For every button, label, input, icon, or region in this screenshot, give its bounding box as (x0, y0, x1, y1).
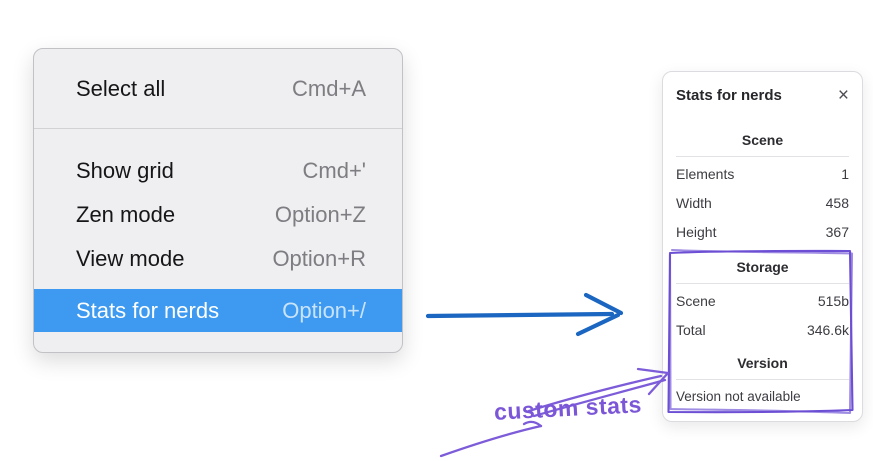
stats-panel: Stats for nerds × Scene Elements 1 Width… (662, 71, 863, 422)
menu-item-view-mode[interactable]: View mode Option+R (34, 237, 402, 281)
menu-item-show-grid[interactable]: Show grid Cmd+' (34, 149, 402, 193)
menu-item-label: Select all (76, 75, 166, 101)
version-note: Version not available (676, 389, 801, 404)
stat-label: Width (676, 194, 712, 211)
stats-panel-header: Stats for nerds × (676, 84, 849, 106)
stat-row-scene-storage: Scene 515b (676, 286, 849, 315)
stat-label: Elements (676, 165, 735, 182)
menu-item-select-all[interactable]: Select all Cmd+A (34, 49, 402, 128)
stat-label: Scene (676, 292, 716, 309)
context-menu: Select all Cmd+A Show grid Cmd+' Zen mod… (33, 48, 403, 353)
menu-item-shortcut: Option+Z (274, 202, 366, 227)
menu-item-shortcut: Cmd+' (302, 158, 367, 183)
stat-value: 458 (825, 194, 849, 211)
menu-group: Show grid Cmd+' Zen mode Option+Z View m… (34, 129, 402, 332)
section-divider (676, 156, 849, 157)
stat-value: 346.6k (806, 321, 849, 338)
menu-item-stats-for-nerds[interactable]: Stats for nerds Option+/ (34, 289, 402, 332)
section-heading-storage: Storage (736, 259, 789, 275)
menu-item-shortcut: Cmd+A (292, 75, 366, 101)
blue-arrow[interactable] (425, 292, 624, 337)
menu-item-label: Zen mode (76, 202, 176, 227)
highlight-box[interactable] (667, 248, 854, 415)
scene-rows: Elements 1 Width 458 Height 367 (676, 159, 849, 246)
stat-row-total-storage: Total 346.6k (676, 315, 849, 344)
annotation-stroke[interactable] (439, 420, 543, 458)
section-divider (676, 379, 849, 380)
menu-item-zen-mode[interactable]: Zen mode Option+Z (34, 193, 402, 237)
menu-separator (34, 128, 402, 129)
stat-label: Total (676, 321, 706, 338)
stat-value: 367 (825, 223, 849, 240)
stat-value: 1 (841, 165, 849, 182)
section-heading-scene: Scene (741, 132, 784, 148)
stat-row-height: Height 367 (676, 217, 849, 246)
menu-item-label: Show grid (76, 158, 174, 183)
stats-panel-title: Stats for nerds (676, 86, 782, 104)
storage-rows: Scene 515b Total 346.6k (676, 286, 849, 344)
stat-row-elements: Elements 1 (676, 159, 849, 188)
stat-value: 515b (817, 292, 849, 309)
stat-row-width: Width 458 (676, 188, 849, 217)
section-divider (676, 283, 849, 284)
menu-item-label: View mode (76, 246, 185, 271)
menu-item-label: Stats for nerds (76, 297, 220, 323)
stat-label: Height (676, 223, 717, 240)
menu-item-shortcut: Option+R (272, 246, 366, 271)
section-heading-version: Version (737, 355, 788, 371)
close-icon[interactable]: × (837, 84, 849, 106)
annotation-arrow[interactable] (527, 367, 670, 418)
menu-item-shortcut: Option+/ (282, 297, 366, 323)
